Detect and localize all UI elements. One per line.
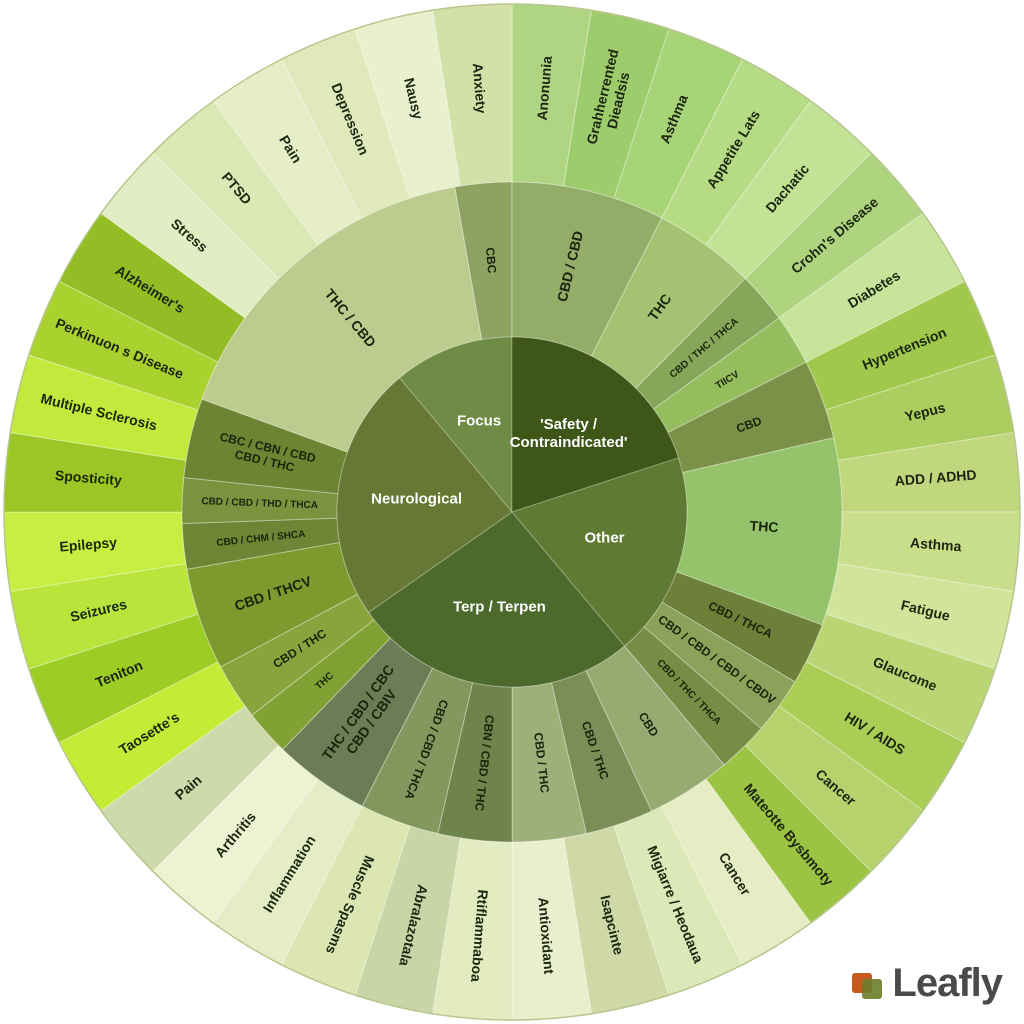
outer-item-39-label: Anxiety — [470, 62, 490, 114]
center-item-3-segment — [367, 511, 626, 688]
center-item-2-label: Other — [585, 529, 625, 546]
outer-item-10-label: Asthma — [910, 534, 963, 554]
middle-item-12-label: CBD / THC — [531, 732, 552, 794]
outer-item-9-label: ADD / ADHD — [894, 466, 977, 488]
center-item-3-label: Terp / Terpen — [453, 598, 546, 615]
middle-item-20-label: CBD / CBD / THD / THCA — [201, 496, 318, 511]
outer-item-30-label: Sposticity — [54, 467, 122, 488]
outer-item-29-label: Epilepsy — [59, 534, 118, 554]
center-item-0-segment — [398, 336, 513, 514]
center-item-2-segment — [511, 457, 688, 647]
outer-item-0-label: Anonunia — [534, 55, 555, 121]
middle-item-0-label: CBC — [483, 247, 499, 274]
center-item-0-label: Focus — [457, 413, 501, 430]
center-item-1-segment — [511, 336, 680, 513]
wheel-border — [3, 3, 1021, 1021]
middle-item-6-label: THC — [749, 517, 779, 535]
middle-item-18-segment — [186, 541, 359, 668]
center-item-4-segment — [336, 377, 513, 614]
center-item-1-label: 'Safety /Contraindicated' — [510, 416, 628, 451]
outer-item-20-label: Rtiflammaboa — [468, 889, 491, 983]
leafly-logo-text: Leafly — [892, 961, 1003, 1005]
leafly-logo: Leafly — [852, 961, 1003, 1006]
center-pie: Focus 'Safety /Contraindicated' OtherTerp … — [336, 336, 688, 688]
leafly-logo-icon — [852, 967, 886, 1001]
center-item-4-label: Neurological — [371, 490, 462, 507]
outer-item-19-label: Antioxidant — [536, 897, 558, 975]
